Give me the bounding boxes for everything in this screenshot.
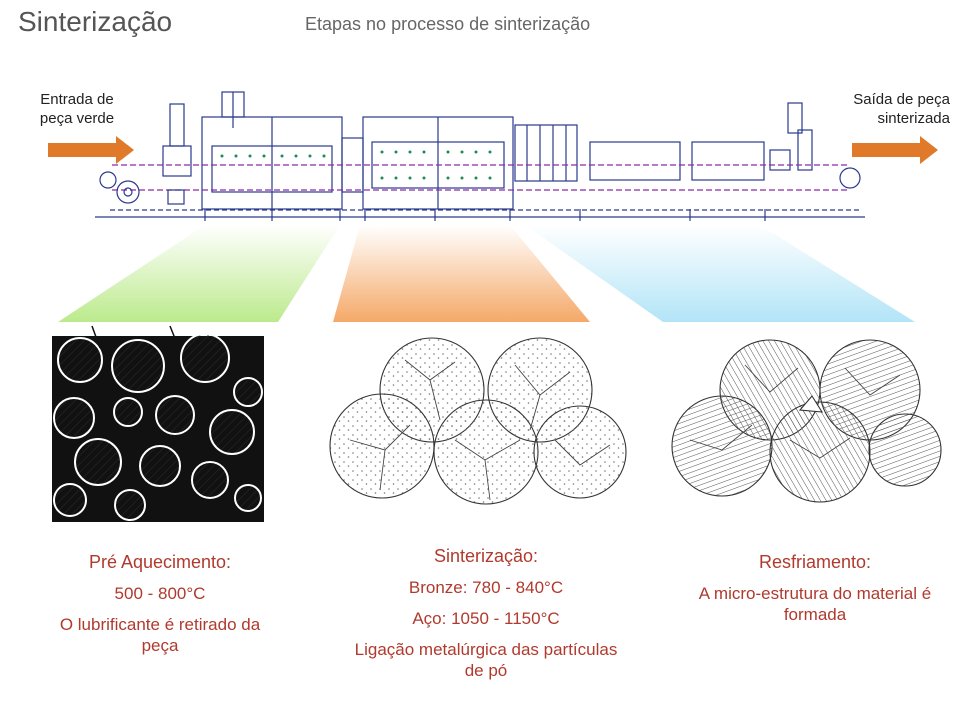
- entry-label: Entrada de peça verde: [39, 91, 115, 127]
- cooling-projection: [525, 225, 915, 322]
- exit-label: Saída de peça sinterizada: [853, 91, 950, 127]
- cooling-micrograph: [671, 339, 942, 503]
- preheat-micrograph: [52, 325, 264, 522]
- stage-cooling-title: Resfriamento:: [758, 552, 872, 572]
- entry-arrow-icon: [48, 136, 134, 164]
- page-title: Sinterização: [18, 6, 173, 37]
- stage-sintering-steel: Aço: 1050 - 1150°C: [412, 609, 560, 628]
- stage-preheat: Pré Aquecimento: 500 - 800°C O lubrifica…: [40, 552, 280, 666]
- stage-sintering-bronze: Bronze: 780 - 840°C: [408, 578, 564, 597]
- sintering-projection: [333, 225, 590, 322]
- stage-cooling: Resfriamento: A micro-estrutura do mater…: [690, 552, 940, 635]
- stage-cooling-desc: A micro-estrutura do material é formada: [698, 584, 932, 624]
- page-subtitle: Etapas no processo de sinterização: [305, 14, 591, 34]
- burner-dots: [220, 150, 492, 180]
- preheat-projection: [58, 225, 340, 322]
- exit-arrow-icon: [852, 136, 938, 164]
- furnace-drawing: [95, 91, 865, 221]
- stage-sintering: Sinterização: Bronze: 780 - 840°C Aço: 1…: [350, 546, 622, 691]
- stage-preheat-title: Pré Aquecimento:: [88, 552, 232, 572]
- stage-preheat-desc: O lubrificante é retirado da peça: [59, 615, 261, 655]
- stage-sintering-title: Sinterização:: [433, 546, 539, 566]
- stage-preheat-temp: 500 - 800°C: [114, 584, 206, 603]
- stage-sintering-desc: Ligação metalúrgica das partículas de pó: [354, 640, 618, 680]
- sintering-micrograph: [329, 337, 627, 505]
